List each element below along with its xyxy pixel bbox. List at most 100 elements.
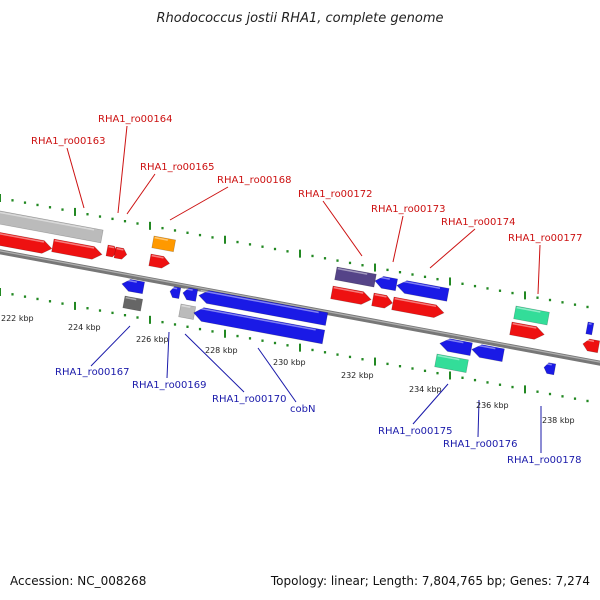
gene-ro00173 [371, 292, 393, 309]
reverse-leader-line [90, 325, 131, 367]
pseudo-gene-reverse-shape [178, 303, 197, 320]
gene-cobN-shape [193, 307, 326, 345]
gene-ro00167-gray [122, 295, 144, 312]
gene-ro00169b [182, 287, 199, 302]
pseudo-gene-reverse [178, 303, 197, 320]
gene-ro00167-shine [123, 278, 137, 283]
gene-ro00164-shape [51, 238, 103, 260]
misc-feature-orange-shape [151, 235, 176, 253]
gene-ro00173-b [374, 275, 398, 292]
scale-label: 234 kbp [409, 385, 442, 394]
gene-ro00175-shine [441, 337, 464, 344]
gene-edge-blue [585, 321, 595, 336]
gene-ro00177 [509, 321, 545, 340]
forward-gene-label: RHA1_ro00177 [508, 233, 583, 244]
gene-ro00172-shape [330, 285, 372, 305]
scale-label: 228 kbp [205, 346, 238, 355]
pseudo-gene-forward [0, 209, 104, 244]
forward-leader-line [66, 147, 85, 209]
misc-feature-orange [151, 235, 176, 253]
gene-ro00169b-shape [182, 287, 199, 302]
genome-summary-text: Topology: linear; Length: 7,804,765 bp; … [270, 574, 590, 588]
scale-label: 224 kbp [68, 323, 101, 332]
gene-ro00174-shape [391, 296, 445, 318]
gene-ro00177-shape [509, 321, 545, 340]
forward-leader-line [392, 215, 404, 263]
gene-ro00163-shine [0, 232, 45, 243]
gene-edge-red-shine [584, 338, 595, 343]
gene-ro00174-b-shine [398, 279, 441, 290]
reverse-gene-label: RHA1_ro00169 [132, 380, 207, 391]
reverse-gene-label: RHA1_ro00170 [212, 394, 287, 405]
gene-ro00167-shape [121, 279, 145, 295]
gene-ro00164 [51, 238, 103, 260]
gene-ro00169a-shape [169, 286, 182, 299]
gene-ro00170-shape [198, 290, 329, 326]
gene-cobN-shine [195, 306, 316, 331]
gene-ro00163 [0, 231, 53, 254]
gene-ro00178-shape [543, 362, 557, 376]
forward-leader-line [169, 186, 229, 221]
rna-feature-reverse-shape [434, 353, 469, 373]
forward-leader-line [322, 200, 363, 257]
reverse-gene-label: RHA1_ro00175 [378, 426, 453, 437]
gene-ro00177-shine [512, 322, 537, 329]
gene-ro00167-gray-shine [125, 296, 137, 301]
gene-ro00178 [543, 362, 557, 376]
gene-ro00168 [148, 253, 171, 269]
gene-ro00165b-shape [113, 246, 128, 260]
gene-ro00172-slate-shine [337, 267, 368, 275]
gene-features [0, 209, 600, 376]
forward-gene-label: RHA1_ro00165 [140, 162, 215, 173]
reverse-leader-line [412, 383, 449, 425]
scale-label: 226 kbp [136, 335, 169, 344]
pseudo-gene-forward-shape [0, 209, 104, 244]
rna-feature-forward-shine [516, 306, 541, 313]
gene-edge-red-shape [582, 338, 600, 354]
gene-ro00172 [330, 285, 372, 305]
gene-ro00168-shape [148, 253, 171, 269]
rna-feature-forward [513, 305, 550, 326]
gene-edge-red [582, 338, 600, 354]
gene-ro00175-shape [439, 338, 473, 356]
gene-ro00173-shine [374, 293, 387, 298]
gene-edge-blue-shape [585, 321, 595, 336]
map-title: Rhodococcus jostii RHA1, complete genome [157, 11, 444, 26]
reverse-leader-line [184, 333, 245, 393]
gene-ro00174 [391, 296, 445, 318]
gene-ro00169a [169, 286, 182, 299]
gene-ro00169b-shine [184, 287, 193, 291]
gene-ro00174-b-shape [396, 280, 450, 302]
genome-backbone-highlight [0, 250, 600, 363]
gene-ro00168-shine [151, 254, 164, 259]
gene-ro00174-shine [394, 297, 437, 308]
tick-marks [0, 194, 589, 403]
scale-label: 236 kbp [476, 401, 509, 410]
forward-leader-line [429, 228, 476, 269]
gene-ro00164-shine [54, 239, 95, 249]
forward-leader-line [537, 244, 541, 295]
forward-gene-label: RHA1_ro00168 [217, 175, 292, 186]
rna-feature-forward-shape [513, 305, 550, 326]
gene-ro00165a-shine [108, 245, 115, 249]
gene-ro00173-b-shape [374, 276, 398, 292]
reverse-leader-line [257, 347, 297, 403]
gene-ro00163-shape [0, 231, 53, 254]
gene-ro00169a-shine [171, 286, 178, 290]
gene-ro00167-gray-shape [122, 295, 144, 312]
gene-ro00172-slate-shape [334, 266, 377, 288]
scale-label: 232 kbp [341, 371, 374, 380]
gene-ro00172-shine [333, 286, 364, 294]
gene-labels: RHA1_ro00163RHA1_ro00164RHA1_ro00165RHA1… [31, 114, 583, 466]
reverse-gene-label: RHA1_ro00178 [507, 455, 582, 466]
gene-cobN [193, 306, 326, 345]
forward-gene-label: RHA1_ro00163 [31, 136, 106, 147]
accession-text: Accession: NC_008268 [10, 574, 147, 588]
gene-ro00176-shine [473, 343, 496, 350]
pseudo-gene-reverse-shine [181, 304, 191, 308]
gene-ro00172-slate [334, 266, 377, 288]
gene-ro00178-shine [545, 362, 552, 366]
gene-ro00176 [471, 343, 505, 362]
pseudo-gene-forward-shine [0, 210, 95, 231]
